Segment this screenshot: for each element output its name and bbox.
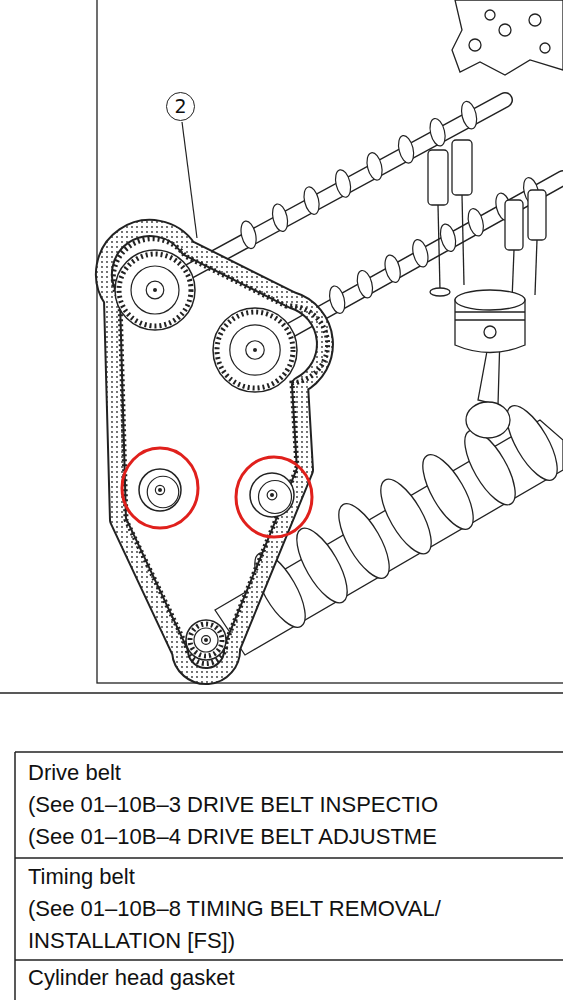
cam-lobe <box>327 284 347 315</box>
pulley <box>250 473 294 517</box>
cam-lobe <box>238 220 258 250</box>
part-name: Cylinder head gasket <box>28 965 235 991</box>
callout-text: 2 <box>174 97 186 116</box>
callout-number: 2 <box>166 92 195 121</box>
cam-lobe <box>466 207 486 238</box>
cam-lobe <box>410 238 430 269</box>
part-name: Drive belt <box>28 760 121 786</box>
pulley <box>186 620 226 660</box>
cam-lobe <box>355 269 375 300</box>
highlight-circles <box>122 448 312 537</box>
pulley <box>115 250 195 330</box>
cam-lobe <box>301 185 321 215</box>
cam-lobe <box>382 253 402 284</box>
valves <box>428 140 546 306</box>
pulleys <box>115 250 297 660</box>
camshafts <box>155 100 563 350</box>
pulley <box>139 469 181 511</box>
rocker-arms <box>452 0 563 75</box>
crankshaft <box>215 399 563 655</box>
table-grid <box>15 752 563 1000</box>
cam-lobe <box>438 222 458 253</box>
timing-belt <box>104 228 325 676</box>
cam-lobe <box>396 134 416 164</box>
figure-frame <box>97 0 563 683</box>
cam-lobe <box>459 100 479 130</box>
reference-note: (See 01–10B–3 DRIVE BELT INSPECTIO <box>28 792 438 818</box>
reference-note: (See 01–10B–4 DRIVE BELT ADJUSTME <box>28 824 437 850</box>
reference-note: INSTALLATION [FS]) <box>28 928 235 954</box>
cam-lobe <box>270 202 290 232</box>
rule-line <box>0 692 563 693</box>
cam-lobe <box>333 168 353 198</box>
piston <box>455 290 525 438</box>
cam-lobe <box>364 151 384 181</box>
cam-lobe <box>427 117 447 147</box>
pulley <box>213 308 297 392</box>
leader-line <box>182 122 197 238</box>
reference-note: (See 01–10B–8 TIMING BELT REMOVAL/ <box>28 896 441 922</box>
part-name: Timing belt <box>28 864 135 890</box>
